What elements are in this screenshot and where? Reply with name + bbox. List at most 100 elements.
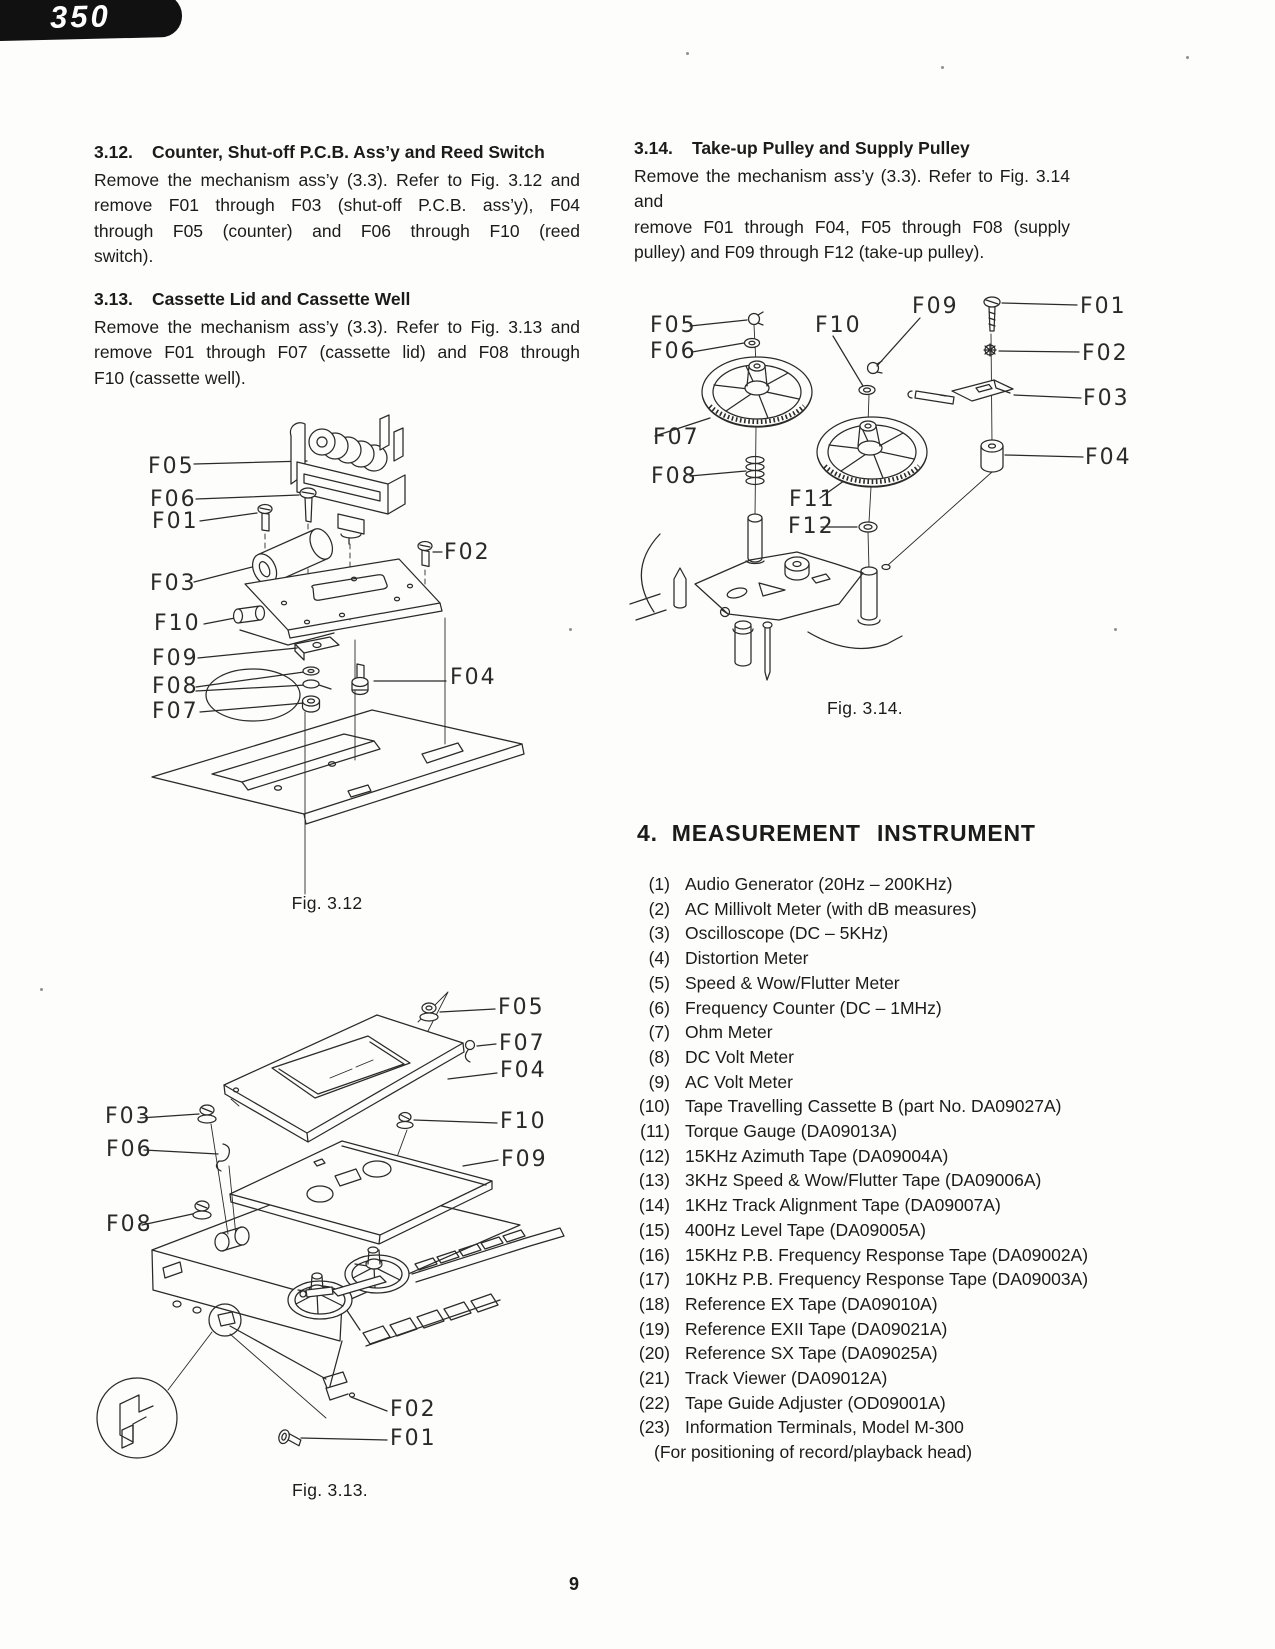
leader-lines (193, 460, 447, 713)
grommet-f07 (464, 1039, 476, 1063)
item-number: (6) (648, 997, 670, 1018)
section-3-12-heading: 3.12. Counter, Shut-off P.C.B. Ass’y and … (94, 140, 580, 164)
measurement-item: (2)AC Millivolt Meter (with dB measures) (600, 897, 1120, 922)
part-label: F05 (148, 454, 195, 479)
item-text: Information Terminals, Model M-300 (685, 1417, 964, 1438)
bracket-f03 (907, 379, 1014, 405)
section-3-12: 3.12. Counter, Shut-off P.C.B. Ass’y and … (94, 140, 580, 270)
body-line: remove F01 through F04, F05 through F08 … (634, 216, 1070, 237)
item-number: (12) (638, 1145, 670, 1166)
item-text: DC Volt Meter (685, 1046, 794, 1067)
item-number: (11) (640, 1121, 670, 1142)
part-label: F02 (390, 1397, 437, 1422)
item-number: (3) (648, 923, 670, 944)
screw-f01 (257, 503, 273, 532)
item-number: (20) (638, 1343, 670, 1364)
item-number: (14) (638, 1195, 670, 1216)
item-text: Reference SX Tape (DA09025A) (685, 1343, 938, 1364)
model-badge: 350 (0, 0, 183, 42)
item-text: Oscilloscope (DC – 5KHz) (685, 923, 889, 944)
measurement-item: (12) 15KHz Azimuth Tape (DA09004A) (600, 1144, 1120, 1169)
item-text: 15KHz Azimuth Tape (DA09004A) (685, 1145, 949, 1166)
part-label: F03 (105, 1104, 152, 1129)
body-line: Remove the mechanism ass’y (3.3). Refer … (94, 317, 580, 337)
base-plate (629, 533, 903, 681)
reed-bracket (294, 636, 340, 661)
item-text: Distortion Meter (685, 948, 809, 969)
measurement-item: (5)Speed & Wow/Flutter Meter (600, 971, 1120, 996)
section-title: Counter, Shut-off P.C.B. Ass’y and Reed … (151, 142, 545, 162)
section-title: Take-up Pulley and Supply Pulley (691, 138, 970, 158)
item-text: Frequency Counter (DC – 1MHz) (685, 997, 942, 1018)
item-number: (1) (648, 874, 670, 894)
measurement-item: (14)1KHz Track Alignment Tape (DA09007A) (600, 1193, 1120, 1218)
mechanism-chassis (151, 709, 525, 825)
star-washer-f02 (983, 343, 997, 357)
item-23-continuation: (For positioning of record/playback head… (654, 1442, 973, 1463)
measurement-item: (15)400Hz Level Tape (DA09005A) (600, 1218, 1120, 1243)
section-3-14: 3.14.Take-up Pulley and Supply Pulley Re… (634, 136, 1070, 266)
item-text: Reference EX Tape (DA09010A) (685, 1293, 938, 1314)
section-3-13: 3.13.Cassette Lid and Cassette Well Remo… (94, 287, 580, 391)
part-label: F01 (152, 509, 199, 534)
scan-speck (569, 628, 572, 631)
body-line: remove F01 through F07 (cassette lid) an… (94, 342, 580, 363)
part-label: F08 (106, 1212, 153, 1237)
part-label: F06 (650, 339, 697, 364)
measurement-item: (19)Reference EXII Tape (DA09021A) (600, 1317, 1120, 1342)
page-number: 9 (568, 1574, 579, 1594)
item-number: (7) (648, 1022, 670, 1043)
takeup-pulley (816, 416, 928, 488)
part-label: F02 (1082, 341, 1129, 366)
screw-f04 (351, 663, 369, 696)
measurement-item: (1)Audio Generator (20Hz – 200KHz) (600, 872, 1120, 897)
item-number: (18) (638, 1293, 670, 1314)
washer-f10 (858, 384, 876, 396)
scan-speck (686, 52, 689, 55)
item-number: (2) (648, 898, 670, 919)
measurement-instrument-list: (1)Audio Generator (20Hz – 200KHz) (2)AC… (600, 872, 1120, 1465)
item-number: (22) (638, 1392, 670, 1413)
section-3-13-heading: 3.13.Cassette Lid and Cassette Well (94, 287, 580, 311)
item-text: Speed & Wow/Flutter Meter (685, 972, 900, 993)
body-line: pulley) and F09 through F12 (take-up pul… (634, 242, 985, 263)
part-label: F10 (154, 611, 201, 636)
part-label: F01 (1080, 294, 1127, 319)
body-line: switch). (94, 246, 154, 267)
measurement-item: (13)3KHz Speed & Wow/Flutter Tape (DA090… (600, 1168, 1120, 1193)
item-number: (23) (638, 1417, 670, 1438)
part-label: F05 (498, 995, 545, 1020)
screw-f08-313 (192, 1200, 212, 1220)
part-label: F06 (106, 1137, 153, 1162)
measurement-item: (3) Oscilloscope (DC – 5KHz) (600, 921, 1120, 946)
part-label: F04 (1085, 445, 1132, 470)
measurement-item: (10)Tape Travelling Cassette B (part No.… (600, 1094, 1120, 1119)
measurement-item: (17)10KHz P.B. Frequency Response Tape (… (600, 1267, 1120, 1292)
detail-inset (96, 1377, 178, 1459)
part-label: F07 (152, 699, 199, 724)
item-text: Tape Travelling Cassette B (part No. DA0… (685, 1096, 1062, 1117)
part-label: F08 (651, 464, 698, 489)
scan-speck (941, 66, 944, 69)
section-number: 3.12. (94, 142, 133, 162)
section-number: 4. (637, 820, 658, 846)
part-label: F04 (500, 1058, 547, 1083)
e-ring-f05 (747, 311, 764, 326)
measurement-item: (7) Ohm Meter (600, 1020, 1120, 1045)
fig-3-12-diagram: F05 F06 F01 F02 F03 F10 F09 F08 F07 F04 (148, 414, 525, 895)
fig-3-13-diagram: F05 F07 F04 F03 F10 F06 F09 F08 F02 F01 (96, 991, 565, 1459)
item-number: (4) (648, 948, 670, 969)
item-text: Ohm Meter (685, 1022, 773, 1043)
section-number: 3.13. (94, 289, 133, 309)
measurement-item: (11)Torque Gauge (DA09013A) (600, 1119, 1120, 1144)
part-label: F09 (912, 294, 959, 319)
washers (302, 666, 332, 690)
item-number: (8) (648, 1046, 670, 1067)
model-badge-text: 350 (49, 0, 112, 35)
section-title: MEASUREMENT INSTRUMENT (671, 820, 1036, 846)
measurement-item: (22)Tape Guide Adjuster (OD09001A) (600, 1391, 1120, 1416)
measurement-item: (23) Information Terminals, Model M-300 (600, 1415, 1120, 1440)
shutoff-pcb-plate (244, 558, 443, 639)
item-number: (16) (638, 1244, 670, 1265)
section-3-13-body: Remove the mechanism ass’y (3.3). Refer … (94, 315, 580, 391)
